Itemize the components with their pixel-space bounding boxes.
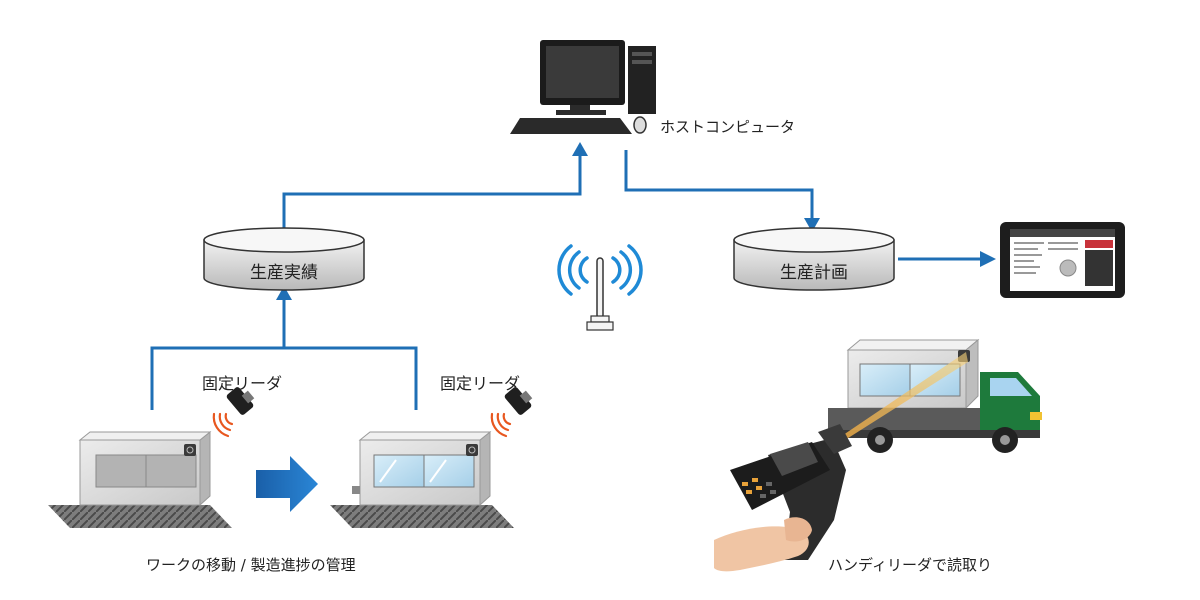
wireless-antenna-icon — [557, 244, 643, 331]
host-computer-label: ホストコンピュータ — [660, 118, 796, 136]
database-results-label: 生産実績 — [250, 263, 318, 283]
arrowhead-right-tablet — [980, 251, 996, 267]
workstation-right — [330, 430, 514, 528]
scan-beam — [818, 352, 968, 452]
flow-lines — [150, 150, 982, 410]
arrowhead-up-results — [276, 286, 292, 300]
caption-left: ワークの移動 / 製造進捗の管理 — [146, 556, 356, 574]
arrowhead-down-plan — [804, 218, 820, 232]
handheld-reader-icon — [714, 424, 852, 572]
fixed-reader-right-label: 固定リーダ — [440, 374, 521, 393]
fixed-reader-left-icon — [212, 387, 255, 438]
tablet-icon — [1000, 222, 1125, 298]
workstation-left — [48, 430, 232, 528]
rfid-tag-icon — [466, 444, 478, 456]
flow-line-readers-to-results — [150, 346, 418, 410]
flow-line-results-to-host — [282, 152, 582, 230]
fixed-reader-right-icon — [490, 387, 533, 438]
database-plan-icon — [733, 227, 895, 291]
database-results-icon — [203, 227, 365, 291]
conveyor-right — [330, 505, 514, 528]
rfid-tag-icon — [184, 444, 196, 456]
move-arrow-icon — [256, 456, 318, 512]
truck-icon — [828, 338, 1042, 453]
caption-right: ハンディリーダで読取り — [828, 556, 992, 574]
flow-arrowheads — [276, 142, 996, 300]
conveyor-left — [48, 505, 232, 528]
host-computer-icon — [510, 40, 656, 134]
fixed-reader-left-label: 固定リーダ — [202, 374, 283, 393]
arrowhead-up-host — [572, 142, 588, 156]
database-plan-label: 生産計画 — [780, 263, 848, 283]
flow-line-host-to-plan — [624, 150, 814, 220]
